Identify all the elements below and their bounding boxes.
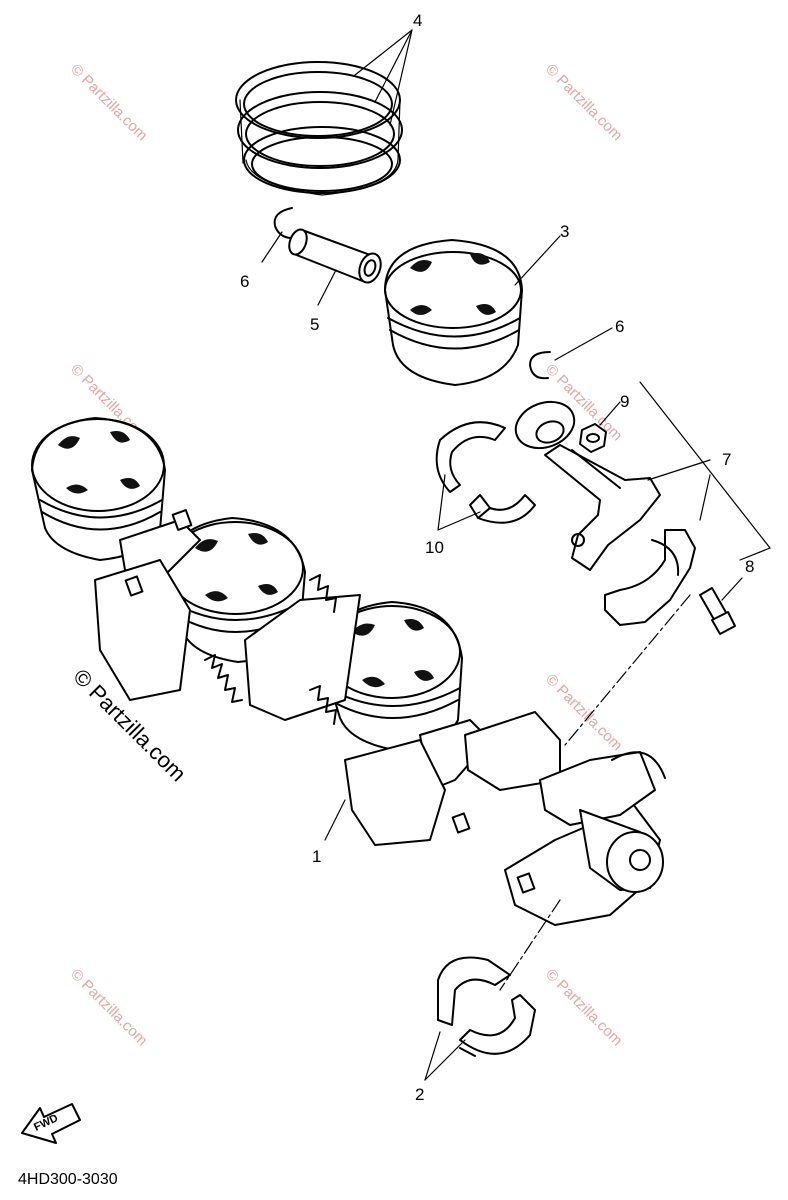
connecting-rod-nut[interactable]	[579, 423, 607, 453]
main-bearing[interactable]	[437, 956, 536, 1057]
connecting-rod-cap[interactable]	[604, 529, 696, 626]
connecting-rod[interactable]	[509, 394, 661, 571]
callout-4[interactable]: 4	[413, 11, 422, 30]
callouts: 4 6 5 3 6 9 7 8 10 1 2	[240, 11, 754, 1104]
diagram-code: 4HD300-3030	[18, 1171, 118, 1188]
crankshaft[interactable]	[31, 417, 666, 926]
piston-pin-clip[interactable]	[273, 207, 299, 240]
watermark-small: © Partzilla.com	[67, 966, 150, 1049]
piston-pin-clip[interactable]	[529, 351, 551, 380]
callout-2[interactable]: 2	[415, 1085, 424, 1104]
callout-6[interactable]: 6	[240, 272, 249, 291]
watermark-small: © Partzilla.com	[542, 61, 625, 144]
callout-6[interactable]: 6	[615, 317, 624, 336]
callout-10[interactable]: 10	[425, 538, 444, 557]
callout-7[interactable]: 7	[722, 450, 731, 469]
forward-direction-arrow: FWD	[21, 1103, 81, 1144]
connecting-rod-bearing[interactable]	[435, 421, 536, 524]
callout-5[interactable]: 5	[310, 315, 319, 334]
callout-8[interactable]: 8	[745, 557, 754, 576]
piston-pin[interactable]	[286, 227, 384, 285]
watermark-small: © Partzilla.com	[67, 61, 150, 144]
callout-3[interactable]: 3	[560, 222, 569, 241]
piston-ring-set[interactable]	[235, 61, 403, 196]
leader-lines	[261, 29, 771, 1081]
callout-9[interactable]: 9	[620, 392, 629, 411]
connecting-rod-bolt[interactable]	[699, 587, 736, 635]
watermark-small: © Partzilla.com	[542, 966, 625, 1049]
piston[interactable]	[384, 239, 523, 386]
callout-1[interactable]: 1	[312, 847, 321, 866]
